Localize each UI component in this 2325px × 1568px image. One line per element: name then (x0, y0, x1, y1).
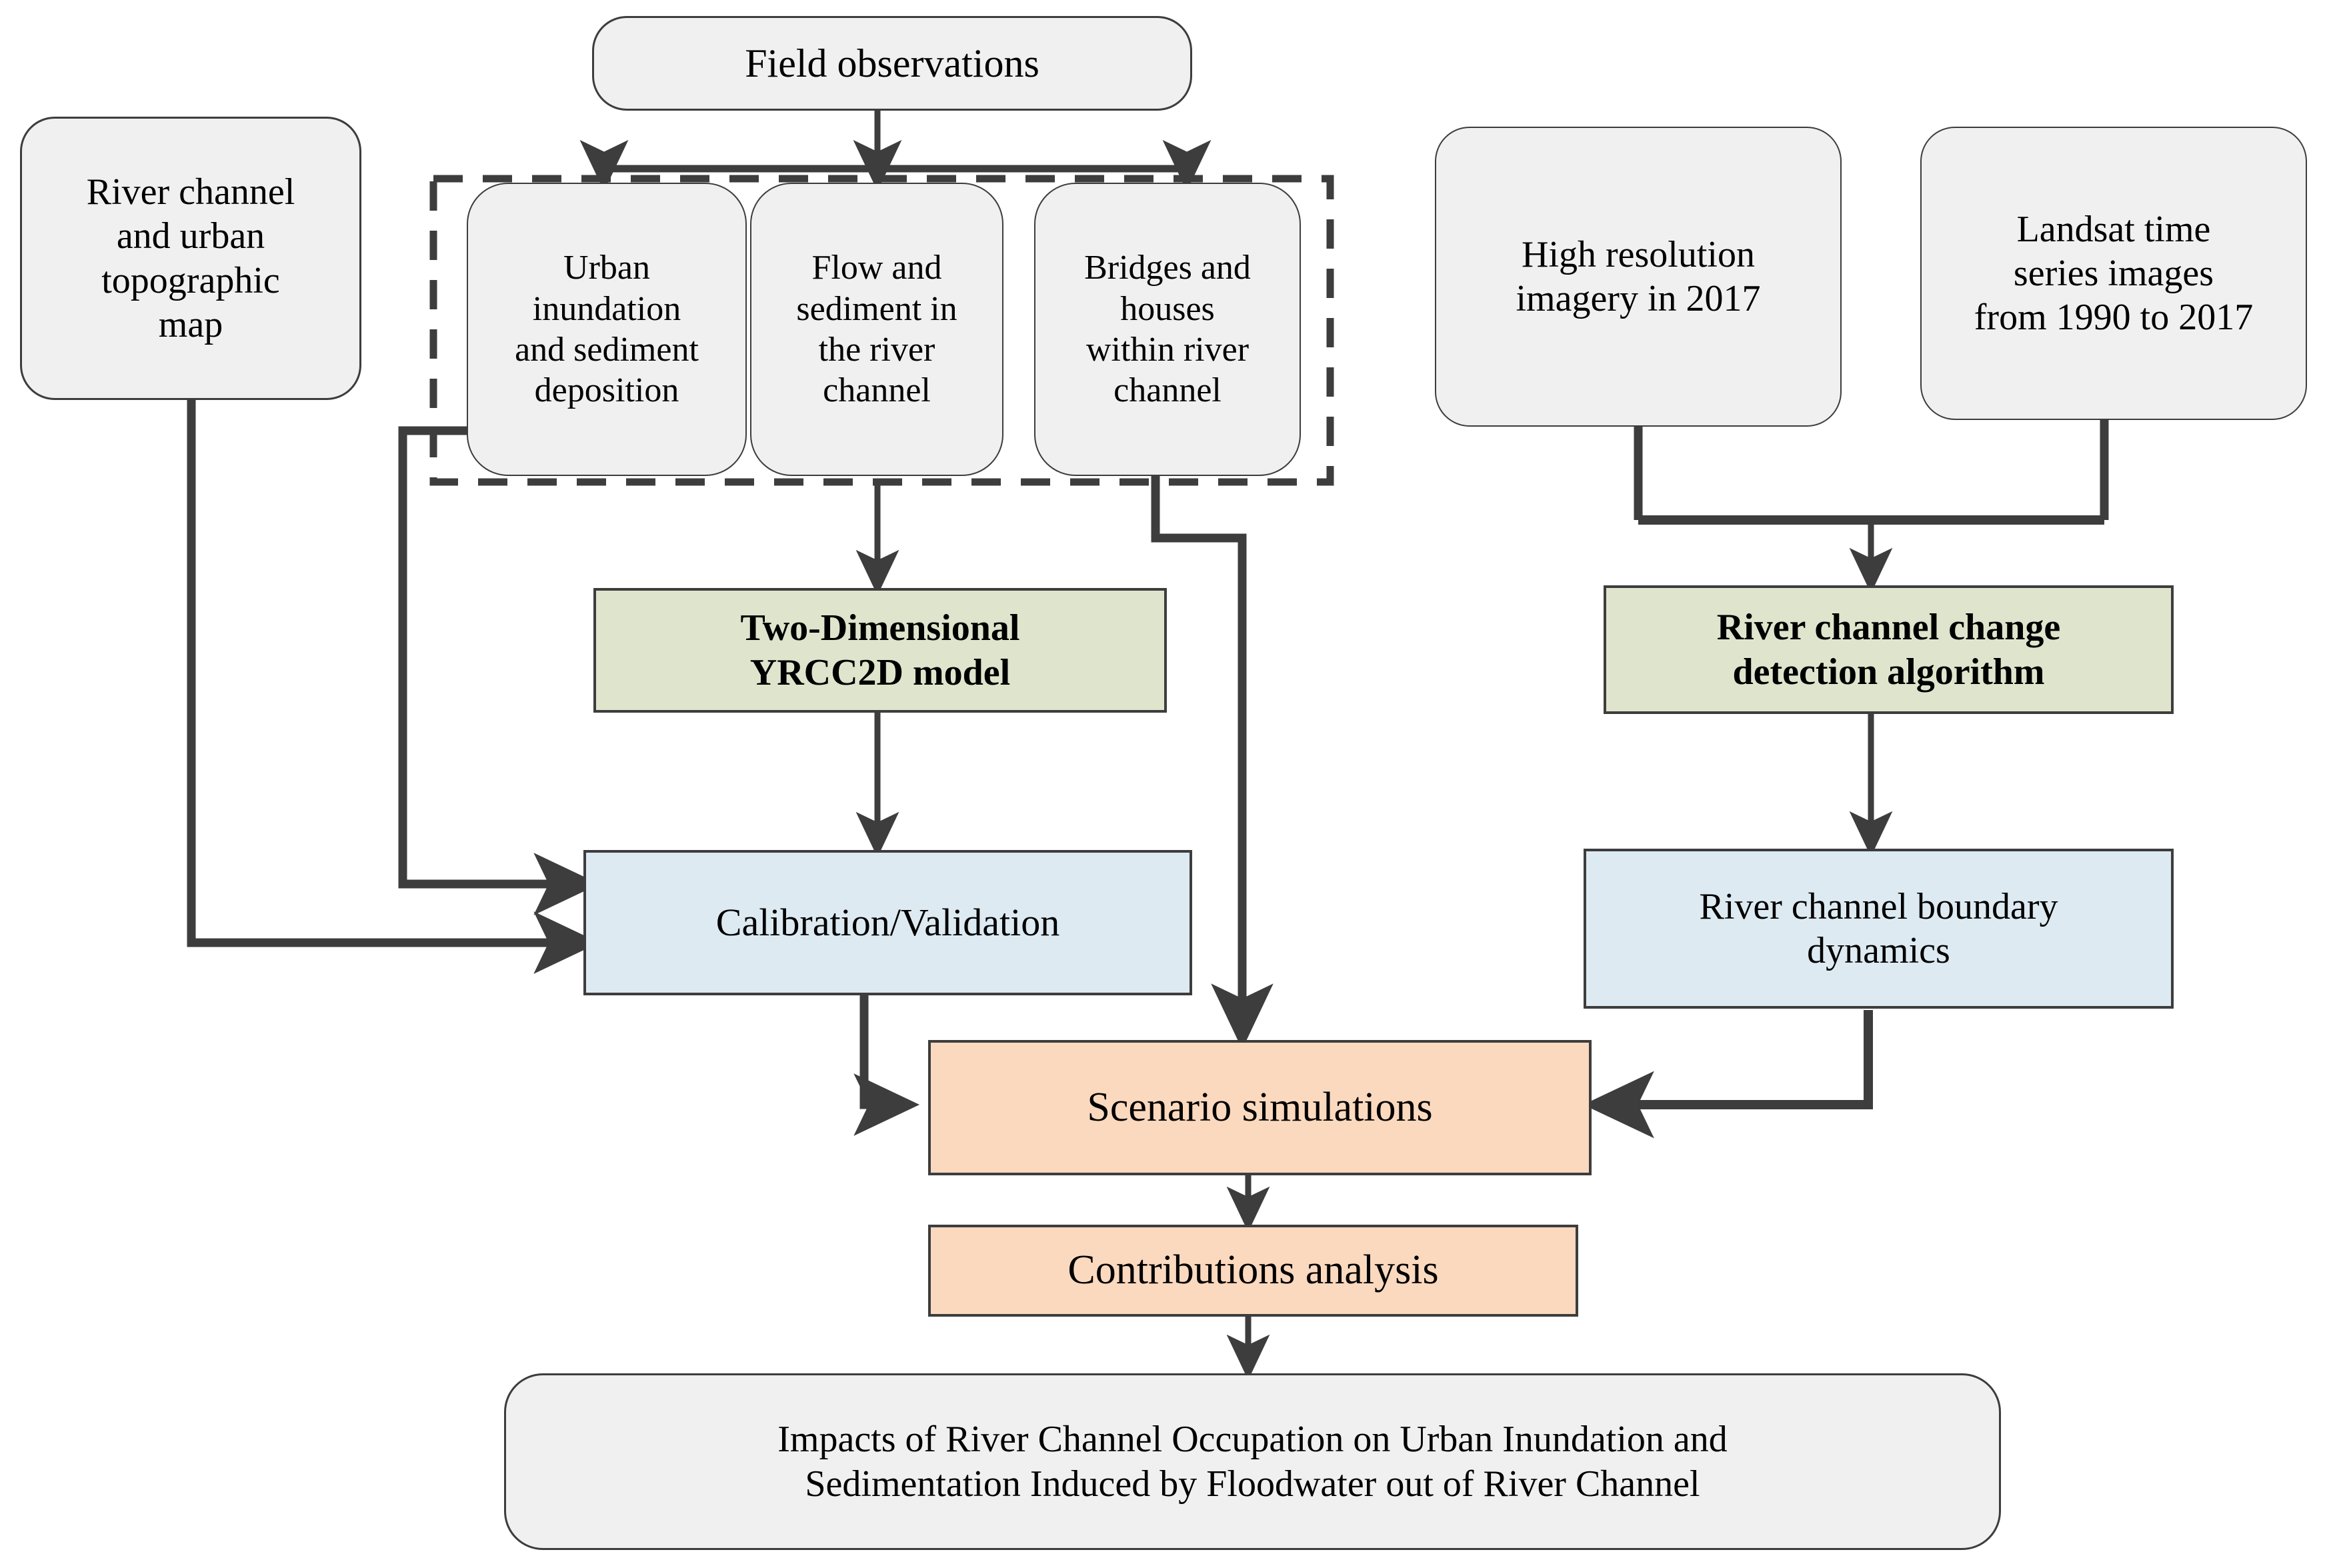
edge-bridges-to-scenario (1151, 462, 1274, 1050)
edge-calibration-to-scenario (853, 995, 920, 1136)
node-scenario-simulations[interactable]: Scenario simulations (928, 1040, 1592, 1175)
node-topographic-map[interactable]: River channel and urban topographic map (20, 117, 361, 400)
edge-boundary-to-scenario (1583, 1010, 1873, 1139)
node-bridges-houses-label: Bridges and houses within river channel (1084, 249, 1251, 410)
node-bridges-houses[interactable]: Bridges and houses within river channel (1034, 183, 1301, 476)
node-calibration-validation[interactable]: Calibration/Validation (583, 850, 1192, 995)
edge-topomap-to-calibration (187, 400, 600, 974)
node-boundary-dynamics-label: River channel boundary dynamics (1699, 885, 2058, 971)
node-change-detection-algorithm-label: River channel change detection algorithm (1716, 607, 2061, 693)
node-high-resolution-imagery[interactable]: High resolution imagery in 2017 (1435, 127, 1842, 427)
node-high-resolution-imagery-label: High resolution imagery in 2017 (1516, 233, 1761, 319)
edge-urban-to-calibration (398, 426, 600, 915)
node-field-observations-label: Field observations (745, 41, 1039, 85)
node-final-outcome[interactable]: Impacts of River Channel Occupation on U… (504, 1373, 2001, 1550)
node-field-observations[interactable]: Field observations (592, 16, 1192, 111)
node-urban-inundation[interactable]: Urban inundation and sediment deposition (467, 183, 747, 476)
node-contributions-analysis-label: Contributions analysis (1067, 1247, 1439, 1293)
node-calibration-validation-label: Calibration/Validation (715, 900, 1060, 944)
node-final-outcome-label: Impacts of River Channel Occupation on U… (777, 1419, 1728, 1505)
node-yrcc2d-model[interactable]: Two-Dimensional YRCC2D model (593, 588, 1167, 713)
node-contributions-analysis[interactable]: Contributions analysis (928, 1225, 1578, 1317)
node-yrcc2d-model-label: Two-Dimensional YRCC2D model (740, 607, 1020, 693)
node-landsat-series[interactable]: Landsat time series images from 1990 to … (1920, 127, 2307, 420)
node-flow-sediment-label: Flow and sediment in the river channel (796, 249, 957, 410)
node-topographic-map-label: River channel and urban topographic map (86, 171, 295, 345)
node-scenario-simulations-label: Scenario simulations (1087, 1084, 1433, 1130)
node-flow-sediment[interactable]: Flow and sediment in the river channel (750, 183, 1003, 476)
node-urban-inundation-label: Urban inundation and sediment deposition (515, 249, 699, 410)
node-change-detection-algorithm[interactable]: River channel change detection algorithm (1604, 585, 2174, 714)
node-landsat-series-label: Landsat time series images from 1990 to … (1974, 208, 2254, 339)
node-boundary-dynamics[interactable]: River channel boundary dynamics (1584, 849, 2174, 1009)
